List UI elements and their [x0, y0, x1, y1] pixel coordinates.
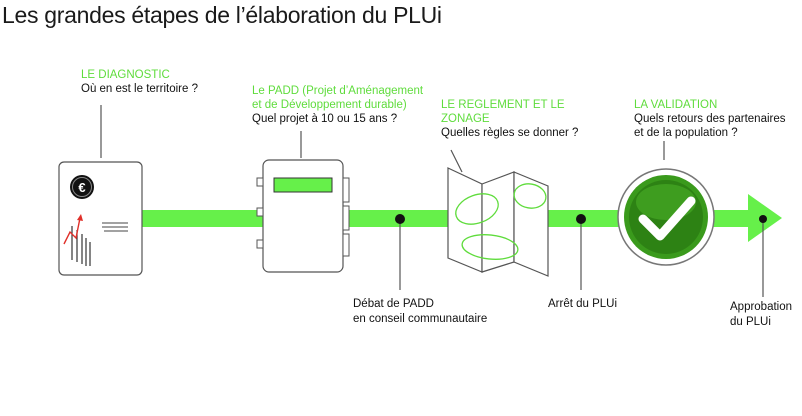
step-padd-label: Le PADD (Projet d’Aménagement et de Déve… — [252, 84, 423, 126]
milestone-approbation-line1: Approbation — [730, 301, 793, 313]
step-validation-question-line1: Quels retours des partenaires — [634, 113, 786, 125]
step-validation-title: LA VALIDATION — [634, 99, 718, 111]
milestone-padd-line2: en conseil communautaire — [353, 313, 488, 325]
step-reglement-question: Quelles règles se donner ? — [441, 127, 579, 139]
step-reglement-title-line2: ZONAGE — [441, 113, 490, 125]
milestone-padd-line1: Débat de PADD — [353, 298, 434, 310]
milestone-arret-line1: Arrêt du PLUi — [548, 298, 618, 310]
step-padd-title-line2: et de Développement durable) — [252, 99, 407, 111]
folded-map-icon — [447, 167, 549, 277]
binder-icon — [256, 159, 350, 273]
milestone-approbation-label: Approbation du PLUi — [730, 300, 792, 330]
timeline-arrow-shaft — [60, 210, 760, 227]
milestone-dot-approbation — [759, 215, 767, 223]
step-padd-title-line1: Le PADD (Projet d’Aménagement — [252, 85, 424, 97]
step-diagnostic-label: LE DIAGNOSTIC Où en est le territoire ? — [81, 68, 198, 96]
milestone-dot-padd — [395, 214, 405, 224]
document-icon: € — [58, 161, 143, 276]
step-reglement-label: LE REGLEMENT ET LE ZONAGE Quelles règles… — [441, 98, 578, 140]
milestone-arret-label: Arrêt du PLUi — [548, 297, 617, 312]
connector-reglement — [450, 149, 463, 173]
page-title: Les grandes étapes de l’élaboration du P… — [2, 2, 442, 28]
milestone-approbation-line2: du PLUi — [730, 316, 771, 328]
euro-symbol-icon: € — [78, 180, 85, 195]
milestone-padd-label: Débat de PADD en conseil communautaire — [353, 297, 487, 327]
step-padd-question: Quel projet à 10 ou 15 ans ? — [252, 113, 398, 125]
step-diagnostic-question: Où en est le territoire ? — [81, 83, 198, 95]
step-validation-question-line2: et de la population ? — [634, 127, 738, 139]
step-validation-label: LA VALIDATION Quels retours des partenai… — [634, 98, 786, 140]
step-reglement-title-line1: LE REGLEMENT ET LE — [441, 99, 565, 111]
milestone-dot-arret — [576, 214, 586, 224]
checkmark-icon — [617, 168, 715, 266]
step-diagnostic-title: LE DIAGNOSTIC — [81, 69, 170, 81]
